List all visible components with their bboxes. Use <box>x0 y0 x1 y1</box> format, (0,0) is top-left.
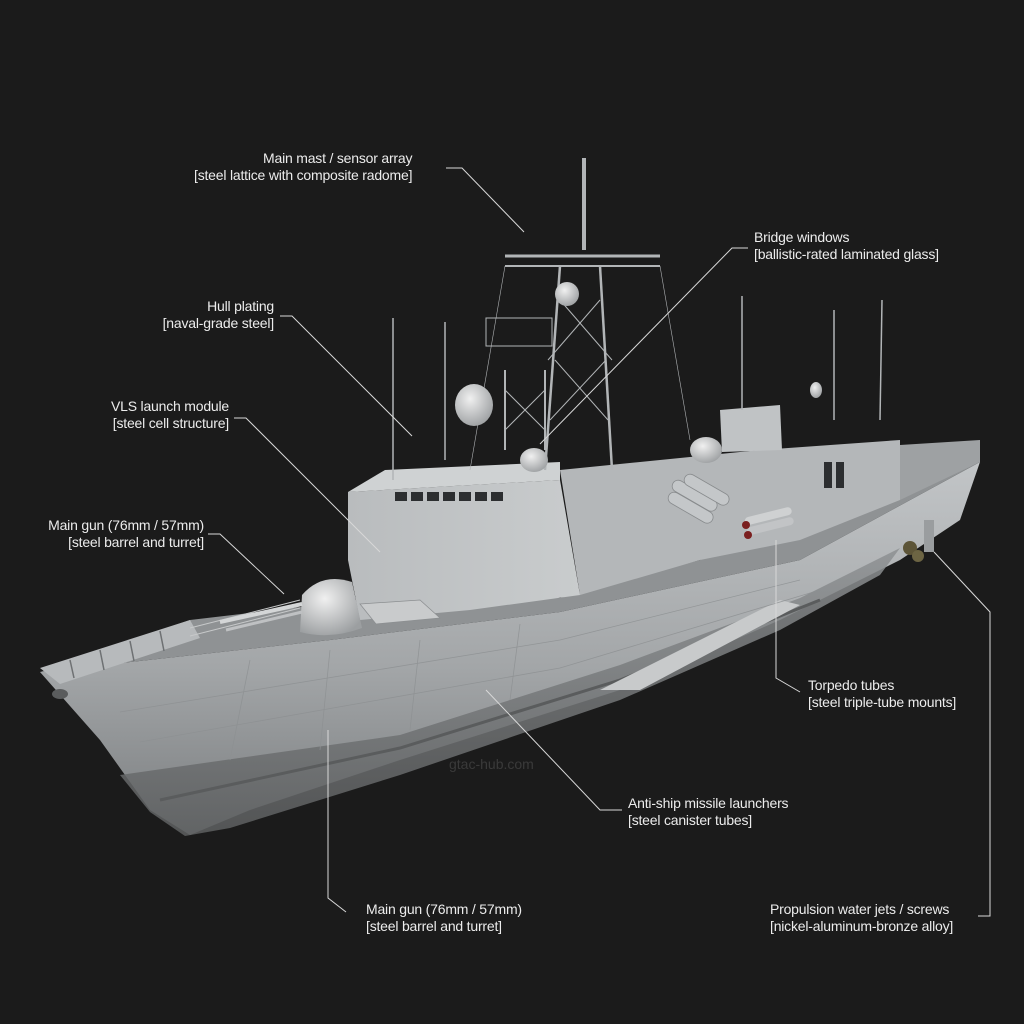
callout-vls-module: VLS launch module [steel cell structure] <box>96 398 229 432</box>
callout-material: [steel triple-tube mounts] <box>808 694 957 710</box>
watermark: gtac-hub.com <box>449 756 534 772</box>
callout-main-gun-upper: Main gun (76mm / 57mm) [steel barrel and… <box>28 517 204 551</box>
callout-material: [naval-grade steel] <box>162 315 275 331</box>
callout-material: [steel barrel and turret] <box>68 534 204 550</box>
torpedo-tubes <box>742 507 794 539</box>
superstructure <box>348 405 980 625</box>
callout-propulsion: Propulsion water jets / screws [nickel-a… <box>770 901 953 935</box>
callout-material: [steel lattice with composite radome] <box>194 167 413 183</box>
callout-main-gun-lower: Main gun (76mm / 57mm) [steel barrel and… <box>366 901 522 935</box>
callout-bridge-windows: Bridge windows [ballistic-rated laminate… <box>754 229 939 263</box>
callout-material: [steel canister tubes] <box>628 812 752 828</box>
radomes <box>455 282 822 472</box>
callout-title: Main gun (76mm / 57mm) <box>366 901 522 917</box>
callout-title: Torpedo tubes <box>808 677 895 693</box>
callout-hull-plating: Hull plating [naval-grade steel] <box>150 298 275 332</box>
callout-torpedo-tubes: Torpedo tubes [steel triple-tube mounts] <box>808 677 956 711</box>
callout-material: [steel barrel and turret] <box>366 918 502 934</box>
missile-canisters <box>667 473 730 524</box>
callout-material: [steel cell structure] <box>112 415 229 431</box>
leader-lines <box>208 167 991 917</box>
callout-title: Main mast / sensor array <box>263 150 413 166</box>
callout-title: Hull plating <box>207 298 274 314</box>
callout-title: VLS launch module <box>110 398 229 414</box>
propeller <box>903 520 934 562</box>
callout-material: [ballistic-rated laminated glass] <box>754 246 939 262</box>
callout-main-mast: Main mast / sensor array [steel lattice … <box>194 150 412 184</box>
main-mast <box>392 158 883 480</box>
callout-title: Anti-ship missile launchers <box>628 795 789 811</box>
callout-material: [nickel-aluminum-bronze alloy] <box>770 918 954 934</box>
callout-anti-ship-missiles: Anti-ship missile launchers [steel canis… <box>628 795 789 829</box>
callout-title: Main gun (76mm / 57mm) <box>48 517 204 533</box>
callout-title: Bridge windows <box>754 229 850 245</box>
main-gun-turret <box>219 578 362 636</box>
callout-title: Propulsion water jets / screws <box>770 901 950 917</box>
